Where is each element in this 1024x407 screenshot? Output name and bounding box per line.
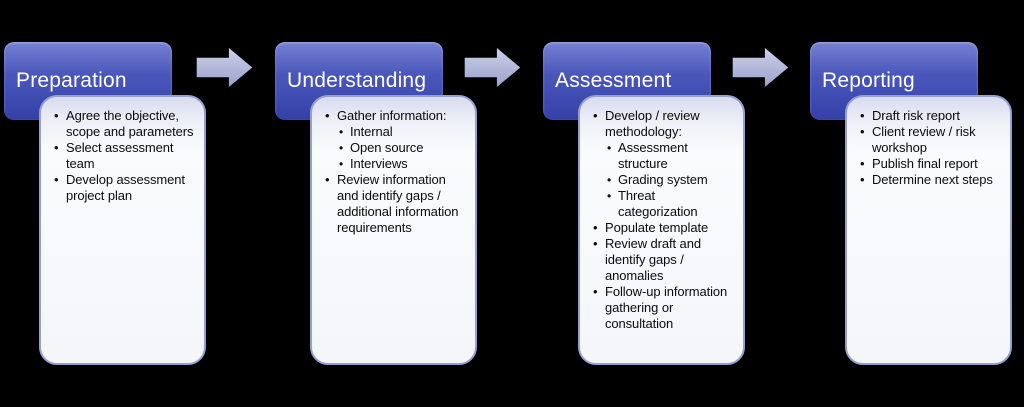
bullet-item: Develop assessment project plan	[53, 172, 194, 204]
stage-card: Gather information:InternalOpen sourceIn…	[310, 95, 477, 365]
sub-bullet-item: Assessment structure	[606, 140, 733, 172]
bullet-list: Draft risk reportClient review / risk wo…	[859, 108, 1002, 188]
bullet-text: Agree the objective, scope and parameter…	[66, 108, 194, 139]
bullet-text: Determine next steps	[872, 172, 993, 187]
bullet-item: Follow-up information gathering or consu…	[592, 284, 733, 332]
stage-card: Agree the objective, scope and parameter…	[39, 95, 206, 365]
bullet-item: Review information and identify gaps / a…	[324, 172, 465, 236]
bullet-text: Populate template	[605, 220, 709, 235]
stage: Understanding Gather information:Interna…	[275, 0, 520, 407]
sub-bullet-item: Grading system	[606, 172, 733, 188]
bullet-text: Review draft and identify gaps / anomali…	[605, 236, 701, 283]
bullet-text: Follow-up information gathering or consu…	[605, 284, 728, 331]
bullet-item: Gather information:InternalOpen sourceIn…	[324, 108, 465, 172]
bullet-item: Publish final report	[859, 156, 1000, 172]
right-block-arrow-icon	[196, 48, 253, 87]
bullet-list: Develop / review methodology:Assessment …	[592, 108, 735, 332]
stage-title: Preparation	[16, 69, 127, 92]
stage-title: Understanding	[287, 69, 427, 92]
stage: Assessment Develop / review methodology:…	[543, 0, 788, 407]
bullet-item: Select assessment team	[53, 140, 194, 172]
bullet-list: Agree the objective, scope and parameter…	[53, 108, 196, 204]
sub-bullet-item: Threat categorization	[606, 188, 733, 220]
sub-bullet-item: Open source	[338, 140, 465, 156]
sub-bullet-list: Assessment structureGrading systemThreat…	[606, 140, 733, 220]
sub-bullet-list: InternalOpen sourceInterviews	[338, 124, 465, 172]
bullet-item: Populate template	[592, 220, 733, 236]
bullet-item: Client review / risk workshop	[859, 124, 1000, 156]
bullet-text: Review information and identify gaps / a…	[337, 172, 459, 235]
right-block-arrow-icon	[732, 48, 789, 87]
sub-bullet-item: Interviews	[338, 156, 465, 172]
right-block-arrow-icon	[464, 48, 521, 87]
bullet-text: Develop / review methodology:	[605, 108, 700, 139]
bullet-text: Draft risk report	[872, 108, 960, 123]
bullet-text: Develop assessment project plan	[66, 172, 185, 203]
bullet-item: Review draft and identify gaps / anomali…	[592, 236, 733, 284]
bullet-text: Select assessment team	[66, 140, 174, 171]
stage-card: Draft risk reportClient review / risk wo…	[845, 95, 1012, 365]
bullet-list: Gather information:InternalOpen sourceIn…	[324, 108, 467, 236]
bullet-item: Agree the objective, scope and parameter…	[53, 108, 194, 140]
stage-title: Reporting	[822, 69, 915, 92]
bullet-text: Client review / risk workshop	[872, 124, 976, 155]
bullet-item: Develop / review methodology:Assessment …	[592, 108, 733, 220]
stage: Reporting Draft risk reportClient review…	[810, 0, 1024, 407]
stage-title: Assessment	[555, 69, 672, 92]
sub-bullet-item: Internal	[338, 124, 465, 140]
bullet-text: Gather information:	[337, 108, 447, 123]
bullet-item: Determine next steps	[859, 172, 1000, 188]
stage-card: Develop / review methodology:Assessment …	[578, 95, 745, 365]
bullet-text: Publish final report	[872, 156, 978, 171]
bullet-item: Draft risk report	[859, 108, 1000, 124]
stage: Preparation Agree the objective, scope a…	[4, 0, 249, 407]
